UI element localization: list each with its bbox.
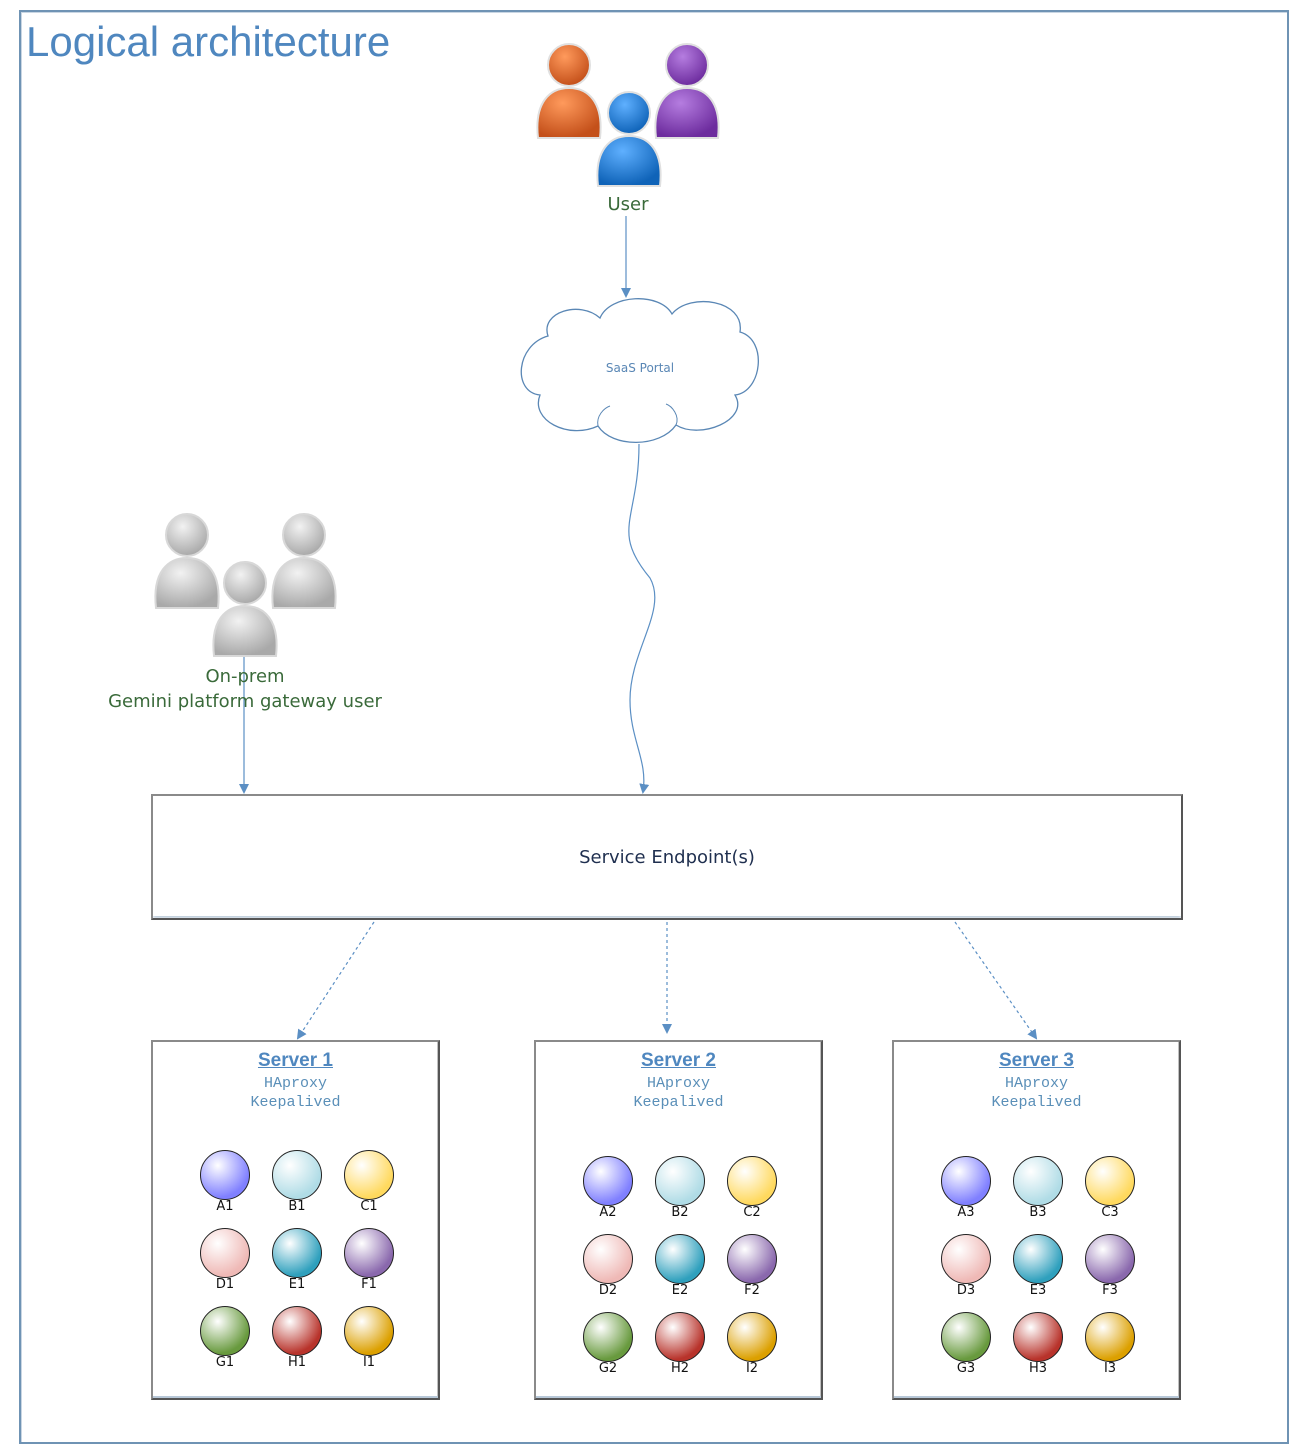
service-endpoint-label: Service Endpoint(s) <box>579 847 755 868</box>
node-i2[interactable] <box>727 1312 777 1362</box>
node-i1[interactable] <box>344 1306 394 1356</box>
node-label: I3 <box>1103 1361 1117 1376</box>
onprem-user-label: On-prem Gemini platform gateway user <box>84 664 406 714</box>
node-label: D1 <box>215 1277 235 1292</box>
server-name: Server 3 <box>998 1050 1074 1071</box>
node-h1[interactable] <box>272 1306 322 1356</box>
server-name: Server 2 <box>640 1050 716 1071</box>
node-label: C1 <box>360 1199 378 1214</box>
onprem-user-right-icon <box>271 513 337 609</box>
node-label: F3 <box>1102 1283 1118 1298</box>
node-label: E2 <box>671 1283 689 1298</box>
cloud-to-endpoint-connector <box>628 443 656 794</box>
node-d2[interactable] <box>583 1234 633 1284</box>
node-i3[interactable] <box>1085 1312 1135 1362</box>
onprem-user-left-icon <box>154 513 220 609</box>
saas-cloud-shape <box>520 298 759 443</box>
node-label: B1 <box>288 1199 306 1214</box>
user-label: User <box>607 194 649 215</box>
node-a3[interactable] <box>941 1156 991 1206</box>
node-b1[interactable] <box>272 1150 322 1200</box>
node-label: D2 <box>598 1283 618 1298</box>
node-d3[interactable] <box>941 1234 991 1284</box>
node-label: A1 <box>216 1199 234 1214</box>
node-label: C3 <box>1101 1205 1119 1220</box>
server-name: Server 1 <box>257 1050 333 1071</box>
node-label: F2 <box>744 1283 760 1298</box>
node-label: G2 <box>598 1361 618 1376</box>
node-label: E1 <box>288 1277 306 1292</box>
node-a1[interactable] <box>200 1150 250 1200</box>
server-service-keepalived: Keepalived <box>250 1094 341 1111</box>
node-b2[interactable] <box>655 1156 705 1206</box>
node-label: E3 <box>1029 1283 1047 1298</box>
node-label: D3 <box>956 1283 976 1298</box>
page-title: Logical architecture <box>26 18 391 65</box>
endpoint-to-server1-connector <box>296 921 375 1040</box>
diagram-frame <box>19 10 1289 1444</box>
node-e3[interactable] <box>1013 1234 1063 1284</box>
node-label: G3 <box>956 1361 976 1376</box>
user-orange-icon <box>536 43 602 139</box>
node-b3[interactable] <box>1013 1156 1063 1206</box>
node-c2[interactable] <box>727 1156 777 1206</box>
endpoint-to-server3-connector <box>954 921 1038 1040</box>
node-label: A3 <box>957 1205 975 1220</box>
node-g3[interactable] <box>941 1312 991 1362</box>
server-service-keepalived: Keepalived <box>633 1094 724 1111</box>
node-g1[interactable] <box>200 1306 250 1356</box>
node-label: F1 <box>361 1277 377 1292</box>
node-c1[interactable] <box>344 1150 394 1200</box>
onprem-label-line2: Gemini platform gateway user <box>108 691 382 712</box>
node-f3[interactable] <box>1085 1234 1135 1284</box>
node-label: B2 <box>671 1205 689 1220</box>
node-label: I1 <box>362 1355 376 1370</box>
service-endpoint-box[interactable]: Service Endpoint(s) <box>151 794 1183 920</box>
node-label: C2 <box>743 1205 761 1220</box>
node-label: H2 <box>670 1361 690 1376</box>
onprem-user-center-icon <box>212 561 278 657</box>
user-blue-icon <box>596 91 662 187</box>
node-label: B3 <box>1029 1205 1047 1220</box>
node-e2[interactable] <box>655 1234 705 1284</box>
server-service-haproxy: HAproxy <box>646 1075 710 1092</box>
onprem-label-line1: On-prem <box>205 666 285 687</box>
node-label: H3 <box>1028 1361 1048 1376</box>
node-a2[interactable] <box>583 1156 633 1206</box>
node-f1[interactable] <box>344 1228 394 1278</box>
server-service-haproxy: HAproxy <box>263 1075 327 1092</box>
server-service-keepalived: Keepalived <box>991 1094 1082 1111</box>
node-label: G1 <box>215 1355 235 1370</box>
server-service-haproxy: HAproxy <box>1004 1075 1068 1092</box>
node-h2[interactable] <box>655 1312 705 1362</box>
node-f2[interactable] <box>727 1234 777 1284</box>
node-c3[interactable] <box>1085 1156 1135 1206</box>
user-purple-icon <box>654 43 720 139</box>
node-label: A2 <box>599 1205 617 1220</box>
node-label: H1 <box>287 1355 307 1370</box>
node-e1[interactable] <box>272 1228 322 1278</box>
node-label: I2 <box>745 1361 759 1376</box>
node-d1[interactable] <box>200 1228 250 1278</box>
node-h3[interactable] <box>1013 1312 1063 1362</box>
saas-portal-label: SaaS Portal <box>605 361 675 375</box>
node-g2[interactable] <box>583 1312 633 1362</box>
